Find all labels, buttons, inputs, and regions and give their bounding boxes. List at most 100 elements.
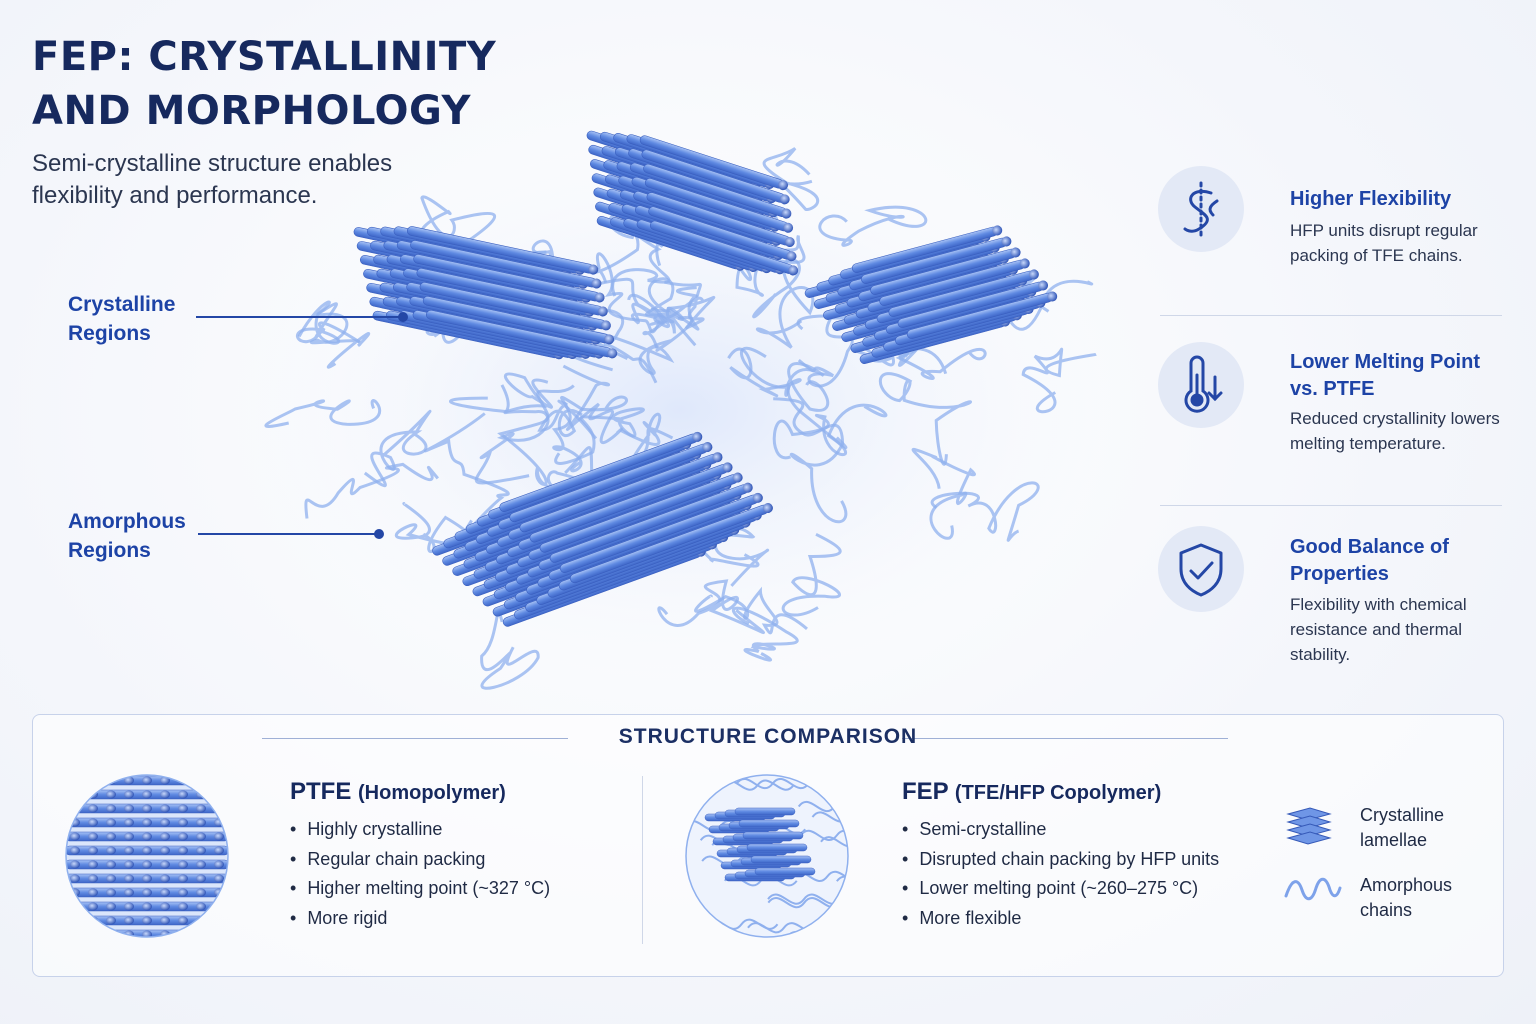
rod-end bbox=[106, 916, 116, 925]
rod-end bbox=[214, 832, 224, 841]
amorphous-chain bbox=[363, 409, 432, 488]
rod-end bbox=[88, 888, 98, 897]
rod-end bbox=[196, 930, 206, 937]
amorphous-chain bbox=[731, 606, 799, 662]
ptfe-structure-image bbox=[65, 774, 229, 938]
rod-end bbox=[607, 348, 618, 359]
rod-end bbox=[214, 874, 224, 883]
crystalline-block bbox=[586, 130, 799, 276]
rod-end bbox=[142, 916, 152, 925]
amorphous-chain bbox=[773, 397, 848, 524]
crystalline-callout-dot bbox=[398, 312, 408, 322]
list-item: Semi-crystalline bbox=[902, 815, 1219, 845]
crystalline-block bbox=[432, 431, 773, 627]
amorphous-chain bbox=[480, 611, 540, 690]
rod-end bbox=[214, 790, 224, 799]
rod-end bbox=[124, 874, 134, 883]
amorphous-callout-line bbox=[198, 533, 378, 535]
rod-end bbox=[70, 874, 80, 883]
rod-end bbox=[142, 888, 152, 897]
crystalline-lamellae bbox=[353, 130, 1058, 627]
rod-end bbox=[178, 860, 188, 869]
rod-end bbox=[783, 222, 794, 233]
rod-end bbox=[588, 264, 599, 275]
rod-end bbox=[70, 846, 80, 855]
rod-end bbox=[196, 790, 206, 799]
thermometer-down-icon bbox=[1158, 342, 1244, 428]
page-title: FEP: CRYSTALLINITY AND MORPHOLOGY bbox=[32, 34, 497, 134]
rod-end bbox=[124, 916, 134, 925]
flexible-chain-icon bbox=[1158, 166, 1244, 252]
amorphous-chain bbox=[818, 205, 928, 247]
crystalline-block bbox=[353, 226, 618, 360]
lamellae-stack-icon bbox=[1286, 807, 1332, 845]
rod-end bbox=[88, 930, 98, 937]
feature-title: Good Balance of Properties bbox=[1290, 536, 1449, 585]
rod-end bbox=[1038, 280, 1049, 291]
rod-end bbox=[742, 482, 753, 493]
feature-divider bbox=[1160, 315, 1502, 316]
ptfe-name: PTFE bbox=[290, 778, 352, 805]
rod-end bbox=[106, 860, 116, 869]
rod-end bbox=[142, 902, 152, 911]
amorphous-chain bbox=[449, 372, 554, 414]
rod-end bbox=[70, 916, 80, 925]
rod-end bbox=[70, 930, 80, 937]
fep-structure-image bbox=[685, 774, 849, 938]
rod-end bbox=[1010, 247, 1021, 258]
rod-end bbox=[142, 832, 152, 841]
fep-bullet-list: Semi-crystalline Disrupted chain packing… bbox=[902, 815, 1219, 933]
crystalline-regions-label: Crystalline Regions bbox=[68, 293, 176, 345]
feature-desc: HFP units disrupt regular packing of TFE… bbox=[1290, 221, 1478, 265]
rod-end bbox=[214, 804, 224, 813]
rod-end bbox=[196, 874, 206, 883]
rod-end bbox=[762, 503, 773, 514]
rod-end bbox=[142, 790, 152, 799]
rod-end bbox=[88, 874, 98, 883]
crystal-rod bbox=[734, 807, 796, 816]
rod-end bbox=[106, 818, 116, 827]
rod-end bbox=[712, 452, 723, 463]
amorphous-chain bbox=[295, 302, 361, 345]
amorphous-chain bbox=[562, 364, 623, 445]
rod-end bbox=[106, 804, 116, 813]
rod-end bbox=[196, 846, 206, 855]
rod-end bbox=[178, 790, 188, 799]
heading-rule-left bbox=[262, 738, 568, 739]
rod-end bbox=[160, 846, 170, 855]
amorphous-chain bbox=[264, 399, 382, 428]
rod-end bbox=[604, 334, 615, 345]
fep-name: FEP bbox=[902, 778, 949, 805]
rod-end bbox=[600, 320, 611, 331]
amorphous-chain bbox=[878, 372, 973, 466]
amorphous-chain bbox=[781, 532, 842, 617]
amorphous-chain bbox=[657, 579, 766, 634]
rod-end bbox=[160, 874, 170, 883]
rod-end bbox=[178, 902, 188, 911]
rod-end bbox=[788, 265, 799, 276]
rod-end bbox=[106, 874, 116, 883]
amorphous-chain bbox=[930, 481, 1040, 542]
amorphous-chain bbox=[697, 526, 770, 587]
rod-end bbox=[1028, 269, 1039, 280]
amorphous-chain bbox=[619, 412, 674, 469]
ptfe-title: PTFE (Homopolymer) bbox=[290, 778, 506, 806]
rod-end bbox=[70, 902, 80, 911]
amorphous-regions-label: Amorphous Regions bbox=[68, 510, 186, 562]
rod-end bbox=[784, 237, 795, 248]
amorphous-chain bbox=[821, 781, 848, 793]
amorphous-chain bbox=[554, 407, 645, 465]
rod-end bbox=[778, 180, 789, 191]
rod-end bbox=[160, 916, 170, 925]
fep-qualifier: (TFE/HFP Copolymer) bbox=[954, 782, 1162, 804]
list-item: Lower melting point (~260–275 °C) bbox=[902, 874, 1219, 904]
crystalline-block bbox=[804, 225, 1058, 364]
rod-end bbox=[732, 472, 743, 483]
rod-end bbox=[196, 888, 206, 897]
rod-end bbox=[779, 194, 790, 205]
rod-end bbox=[1019, 258, 1030, 269]
amorphous-chain bbox=[474, 384, 550, 485]
rod-end bbox=[178, 916, 188, 925]
rod-end bbox=[88, 860, 98, 869]
rod-end bbox=[160, 832, 170, 841]
